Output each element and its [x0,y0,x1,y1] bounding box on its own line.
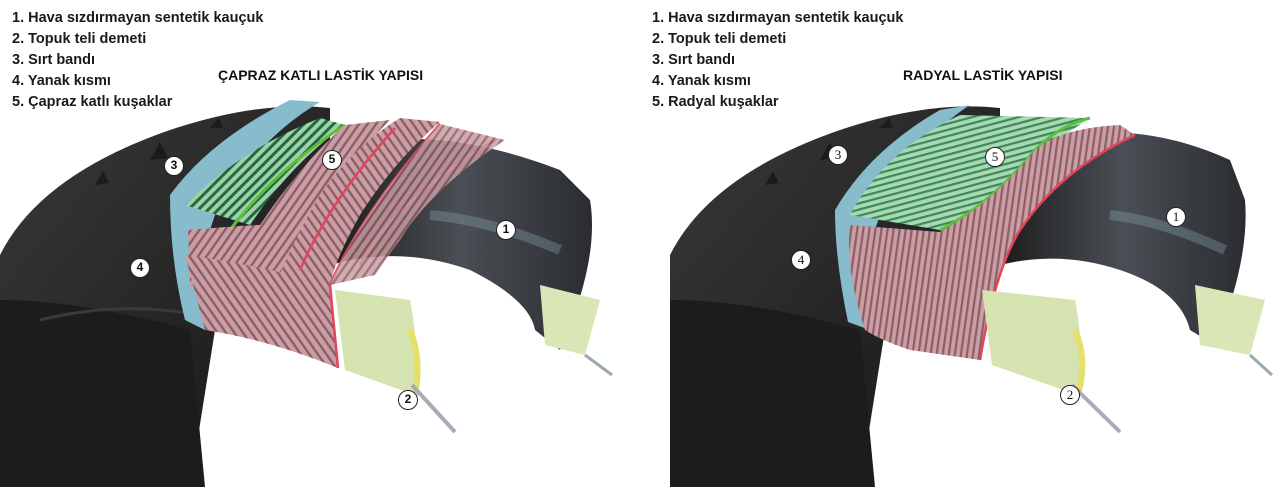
panel-bias-tire: 1. Hava sızdırmayan sentetik kauçuk 2. T… [0,8,613,487]
marker-3: 3 [164,156,184,176]
legend-item: 1. Hava sızdırmayan sentetik kauçuk [12,10,264,26]
marker-4: 4 [791,250,811,270]
legend-item: 3. Sırt bandı [12,52,95,68]
bead-strip [1195,285,1265,355]
ply-layer-2 [270,118,440,300]
bead-strip [540,285,600,355]
radial-ply [849,125,1135,360]
marker-4: 4 [130,258,150,278]
legend-radial: 1. Hava sızdırmayan sentetik kauçuk 2. T… [652,8,903,113]
radial-tire-illustration [670,105,1274,487]
legend-item: 3. Sırt bandı [652,52,735,68]
panel-radial-tire: 1. Hava sızdırmayan sentetik kauçuk 2. T… [640,0,1280,487]
marker-5: 5 [322,150,342,170]
marker-2: 2 [1060,385,1080,405]
legend-item: 2. Topuk teli demeti [12,31,147,47]
legend-item: 4. Yanak kısmı [12,73,111,89]
bias-tire-illustration [0,100,613,487]
marker-5: 5 [985,147,1005,167]
marker-1: 1 [1166,207,1186,227]
lower-ply [185,255,338,368]
legend-item: 4. Yanak kısmı [652,73,751,89]
inner-liner [1000,132,1246,345]
marker-3: 3 [828,145,848,165]
legend-item: 5. Radyal kuşaklar [652,94,779,110]
belt-green [185,118,345,225]
legend-item: 1. Hava sızdırmayan sentetik kauçuk [652,10,904,26]
marker-2: 2 [398,390,418,410]
belt-green [850,115,1090,230]
panel-title-bias: ÇAPRAZ KATLI LASTİK YAPISI [218,67,424,83]
tread-band [835,105,970,330]
panel-title-radial: RADYAL LASTİK YAPISI [903,67,1063,83]
legend-item: 5. Çapraz katlı kuşaklar [12,94,173,110]
legend-item: 2. Topuk teli demeti [652,31,787,47]
tread-band [170,100,320,330]
legend-bias: 1. Hava sızdırmayan sentetik kauçuk 2. T… [12,8,263,113]
marker-1: 1 [496,220,516,240]
